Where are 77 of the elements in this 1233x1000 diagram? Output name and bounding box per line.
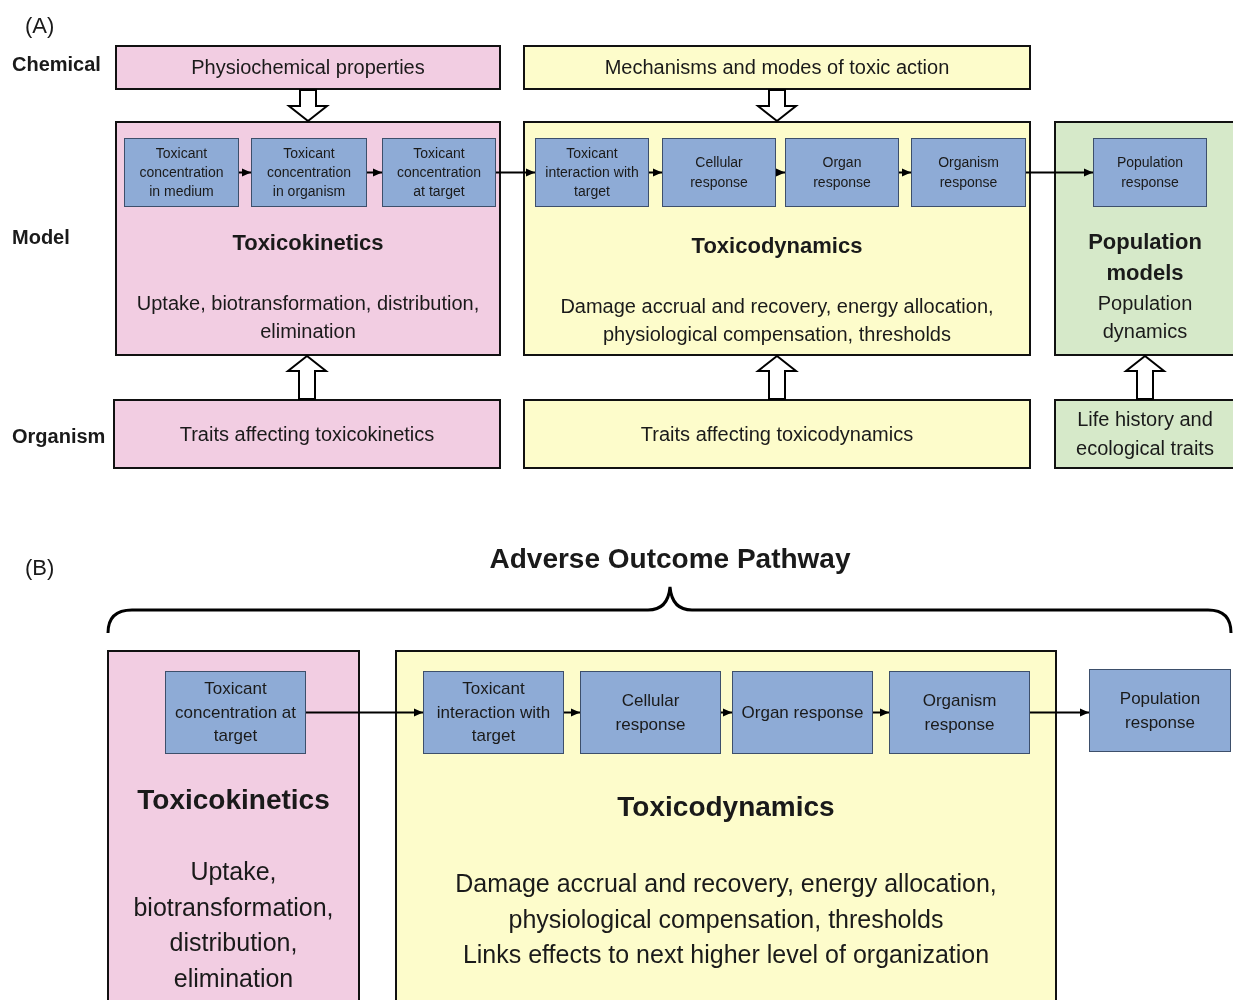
arrow	[366, 168, 383, 177]
input-box	[523, 45, 1031, 90]
box-label: Toxicant concentration in organism	[265, 143, 353, 202]
section-title: Toxicokinetics	[232, 229, 384, 257]
section-title: Toxicodynamics	[617, 790, 835, 824]
box-label: Traits affecting toxicodynamics	[639, 421, 915, 447]
arrow	[1025, 168, 1094, 177]
box-label: Organism response	[937, 153, 1000, 192]
description-text: Population dynamics	[1096, 290, 1194, 344]
description-text: Uptake, biotransformation, distribution, elimination	[135, 290, 481, 345]
heading: Adverse Outcome Pathway	[489, 543, 851, 575]
arrow	[898, 168, 912, 177]
arrow	[238, 168, 252, 177]
block-arrow	[755, 354, 799, 400]
box-label: Mechanisms and modes of toxic action	[603, 55, 951, 80]
process-box	[662, 138, 776, 207]
group-box	[395, 650, 1057, 1000]
process-box	[423, 671, 564, 754]
group-box	[523, 121, 1031, 356]
block-arrow	[1123, 354, 1167, 400]
box-label: Toxicant concentration at target	[395, 143, 483, 202]
description-text: Uptake, biotransformation, distribution, elimination	[132, 856, 335, 994]
box-label: Toxicant concentration in medium	[138, 143, 225, 202]
box-label: Toxicant interaction with target	[544, 143, 640, 202]
arrow	[305, 708, 424, 717]
arrow	[720, 708, 733, 717]
arrow	[775, 168, 786, 177]
section-title: Toxicodynamics	[691, 232, 863, 260]
box-label: Toxicant concentration at target	[174, 678, 297, 748]
arrow	[495, 168, 536, 177]
row-label: Organism	[12, 425, 106, 448]
box-label: Cellular response	[689, 153, 749, 192]
box-label: Population response	[1118, 688, 1202, 734]
arrow	[1029, 708, 1090, 717]
box-label: Organ response	[740, 701, 865, 724]
input-box	[115, 45, 501, 90]
arrow	[648, 168, 663, 177]
box-label: Toxicant interaction with target	[435, 678, 552, 748]
process-box	[1093, 138, 1207, 207]
process-box	[382, 138, 496, 207]
block-arrow	[286, 89, 330, 123]
process-box	[251, 138, 367, 207]
process-box	[165, 671, 306, 754]
group-box	[115, 121, 501, 356]
input-box	[523, 399, 1031, 469]
box-label: Organ response	[812, 153, 872, 192]
box-label: Traits affecting toxicokinetics	[178, 421, 436, 447]
process-box	[732, 671, 873, 754]
box-label: Physiochemical properties	[190, 55, 426, 80]
box-label: Organism response	[921, 690, 998, 736]
row-label: Model	[12, 226, 70, 249]
process-box	[1089, 669, 1231, 752]
box-label: Population response	[1115, 153, 1185, 192]
group-box	[107, 650, 360, 1000]
process-box	[889, 671, 1030, 754]
process-box	[580, 671, 721, 754]
block-arrow	[285, 354, 329, 400]
group-box	[1054, 121, 1233, 356]
section-title: Toxicokinetics	[137, 783, 330, 817]
box-label: Life history and ecological traits	[1075, 407, 1215, 461]
description-text: Damage accrual and recovery, energy allocation, physiological compensation, thresholds	[559, 293, 995, 348]
process-box	[785, 138, 899, 207]
arrow	[563, 708, 581, 717]
process-box	[911, 138, 1026, 207]
panel-label: (A)	[25, 13, 55, 39]
input-box	[1054, 399, 1233, 469]
process-box	[124, 138, 239, 207]
input-box	[113, 399, 501, 469]
block-arrow	[755, 89, 799, 123]
box-label: Cellular response	[614, 690, 687, 736]
description-text: Damage accrual and recovery, energy allocation, physiological compensation, thresholds	[454, 868, 998, 935]
section-title: Population models	[1087, 228, 1203, 287]
arrow	[872, 708, 890, 717]
panel-label: (B)	[25, 555, 55, 581]
row-label: Chemical	[12, 53, 101, 76]
process-box	[535, 138, 649, 207]
description-text: Links effects to next higher level of organization	[462, 939, 990, 971]
